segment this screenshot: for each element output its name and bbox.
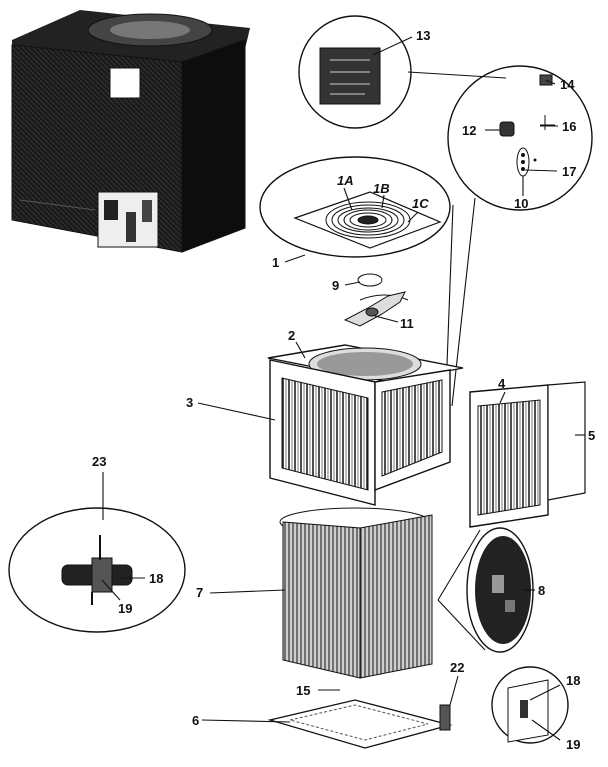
callout-16: 16 — [562, 119, 576, 134]
callout-1: 1 — [272, 255, 279, 270]
callout-8: 8 — [538, 583, 545, 598]
callout-7: 7 — [196, 585, 203, 600]
callout-19-left: 19 — [118, 601, 132, 616]
callout-10: 10 — [514, 196, 528, 211]
callout-4: 4 — [498, 376, 506, 391]
callout-18-right: 18 — [566, 673, 580, 688]
fan-blade-part — [343, 273, 409, 327]
callout-14: 14 — [560, 77, 575, 92]
callout-3: 3 — [186, 395, 193, 410]
callout-5: 5 — [588, 428, 595, 443]
callout-2: 2 — [288, 328, 295, 343]
callout-22: 22 — [450, 660, 464, 675]
callout-18-left: 18 — [149, 571, 163, 586]
control-parts-detail — [298, 15, 593, 419]
base-pan-part — [267, 699, 453, 749]
callout-13: 13 — [416, 28, 430, 43]
assembled-unit-image — [11, 10, 250, 253]
motor-detail — [437, 527, 534, 653]
callout-11: 11 — [400, 316, 414, 331]
callout-1b: 1B — [373, 181, 390, 196]
side-panel-part — [469, 381, 586, 528]
coil-part — [279, 507, 433, 679]
callout-12: 12 — [462, 123, 476, 138]
pressure-switch-detail — [491, 666, 569, 744]
callout-1c: 1C — [412, 196, 429, 211]
leader-lines — [101, 36, 585, 741]
callout-labels: 13 14 12 16 17 10 1A 1B 1C 1 9 11 2 3 4 … — [92, 28, 595, 752]
callout-9: 9 — [332, 278, 339, 293]
callout-15: 15 — [296, 683, 310, 698]
callout-17: 17 — [562, 164, 576, 179]
valve-detail — [8, 507, 186, 633]
callout-19-right: 19 — [566, 737, 580, 752]
callout-1a: 1A — [337, 173, 354, 188]
callout-6: 6 — [192, 713, 199, 728]
callout-23: 23 — [92, 454, 106, 469]
top-cabinet-part — [267, 344, 464, 506]
